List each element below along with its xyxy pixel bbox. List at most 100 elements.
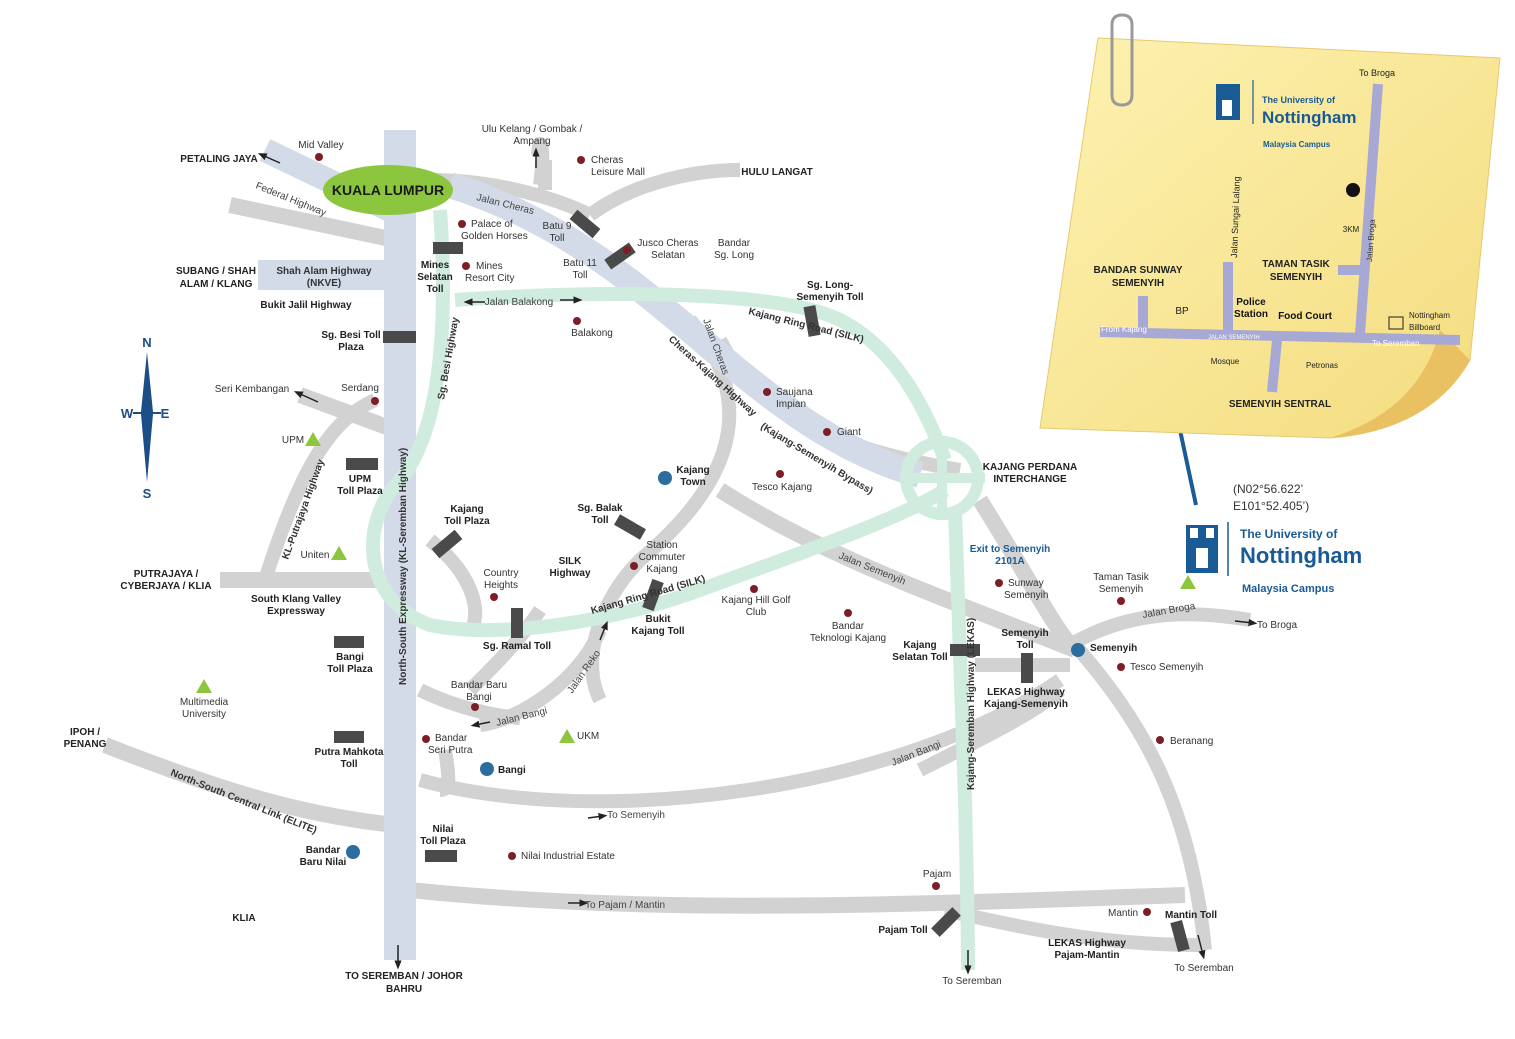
svg-text:Sg. Besi Toll: Sg. Besi Toll	[321, 330, 380, 341]
svg-text:To Seremban: To Seremban	[942, 976, 1001, 987]
svg-text:To Semenyih: To Semenyih	[607, 810, 665, 821]
svg-text:The University of: The University of	[1262, 95, 1336, 105]
svg-text:3KM: 3KM	[1343, 225, 1360, 234]
svg-text:Pajam: Pajam	[923, 869, 951, 880]
svg-text:(N02°56.622’: (N02°56.622’	[1233, 482, 1303, 496]
svg-text:Resort City: Resort City	[465, 273, 514, 284]
note-university-crest-icon	[1216, 80, 1254, 124]
svg-text:Nottingham: Nottingham	[1240, 543, 1362, 568]
svg-text:University: University	[182, 709, 226, 720]
svg-text:SEMENYIH: SEMENYIH	[1270, 272, 1322, 283]
svg-text:Mosque: Mosque	[1211, 357, 1240, 366]
svg-text:Taman Tasik: Taman Tasik	[1093, 572, 1149, 583]
svg-text:Ampang: Ampang	[513, 136, 550, 147]
svg-text:Jalan Balakong: Jalan Balakong	[485, 297, 553, 308]
svg-text:Teknologi Kajang: Teknologi Kajang	[810, 633, 886, 644]
svg-text:Nottingham: Nottingham	[1409, 311, 1450, 320]
svg-text:Toll Plaza: Toll Plaza	[327, 664, 373, 675]
svg-text:To Pajam / Mantin: To Pajam / Mantin	[585, 900, 665, 911]
svg-text:UPM: UPM	[282, 435, 304, 446]
svg-text:INTERCHANGE: INTERCHANGE	[993, 474, 1067, 485]
svg-text:To Seremban: To Seremban	[1174, 963, 1233, 974]
svg-text:Station: Station	[646, 540, 677, 551]
svg-text:Mantin: Mantin	[1108, 908, 1138, 919]
ring-roads	[366, 209, 985, 971]
svg-text:Bandar: Bandar	[718, 238, 751, 249]
svg-text:Bandar: Bandar	[435, 733, 468, 744]
svg-text:Mid Valley: Mid Valley	[298, 140, 343, 151]
svg-text:PUTRAJAYA /: PUTRAJAYA /	[134, 569, 199, 580]
svg-text:(NKVE): (NKVE)	[307, 278, 341, 289]
svg-text:Seri Putra: Seri Putra	[428, 745, 473, 756]
kuala-lumpur-marker	[323, 165, 453, 215]
svg-text:Kajang Hill Golf: Kajang Hill Golf	[722, 595, 791, 606]
svg-text:Bandar: Bandar	[306, 845, 341, 856]
svg-text:Kajang-Seremban Highway (LEKAS: Kajang-Seremban Highway (LEKAS)	[966, 618, 977, 790]
svg-text:KLIA: KLIA	[232, 913, 255, 924]
svg-text:Petronas: Petronas	[1306, 361, 1338, 370]
svg-text:SEMENYIH SENTRAL: SEMENYIH SENTRAL	[1229, 399, 1331, 410]
place-labels: Mid Valley Cheras Leisure Mall Palace of…	[180, 140, 1214, 919]
svg-text:Sg. Long-: Sg. Long-	[807, 280, 853, 291]
svg-text:Golden Horses: Golden Horses	[461, 231, 528, 242]
svg-text:Toll Plaza: Toll Plaza	[337, 486, 383, 497]
svg-text:Heights: Heights	[484, 580, 518, 591]
svg-text:Police: Police	[1236, 297, 1266, 308]
town-dots	[346, 471, 1085, 859]
svg-text:Bandar Baru: Bandar Baru	[451, 680, 507, 691]
svg-text:Semenyih: Semenyih	[1001, 628, 1048, 639]
svg-text:Exit to Semenyih: Exit to Semenyih	[970, 544, 1051, 555]
svg-text:Semenyih: Semenyih	[1004, 590, 1048, 601]
campus-label: (N02°56.622’ E101°52.405’) The Universit…	[1186, 482, 1362, 595]
svg-text:Cheras: Cheras	[591, 155, 623, 166]
svg-text:Country: Country	[483, 568, 518, 579]
svg-text:Club: Club	[746, 607, 767, 618]
svg-text:The University of: The University of	[1240, 527, 1338, 541]
svg-text:Bandar: Bandar	[832, 621, 865, 632]
svg-text:Sg. Balak: Sg. Balak	[577, 503, 622, 514]
svg-text:Toll Plaza: Toll Plaza	[444, 516, 490, 527]
svg-text:Uniten: Uniten	[301, 550, 330, 561]
svg-text:Selatan: Selatan	[651, 250, 685, 261]
svg-text:Bangi: Bangi	[498, 765, 526, 776]
svg-text:Batu 9: Batu 9	[543, 221, 572, 232]
svg-text:Kajang: Kajang	[676, 465, 709, 476]
region-labels: PETALING JAYA HULU LANGAT SUBANG / SHAH …	[64, 154, 1078, 995]
svg-text:BAHRU: BAHRU	[386, 984, 422, 995]
svg-text:Highway: Highway	[549, 568, 591, 579]
svg-text:Jusco Cheras: Jusco Cheras	[637, 238, 698, 249]
svg-text:Bangi: Bangi	[336, 652, 364, 663]
svg-text:Pajam-Mantin: Pajam-Mantin	[1054, 950, 1119, 961]
university-crest-icon	[1186, 522, 1229, 576]
svg-text:Saujana: Saujana	[776, 387, 813, 398]
svg-text:Billboard: Billboard	[1409, 323, 1440, 332]
svg-text:Bangi: Bangi	[466, 692, 492, 703]
svg-text:Toll: Toll	[572, 270, 587, 281]
svg-text:Kajang: Kajang	[450, 504, 483, 515]
svg-text:2101A: 2101A	[995, 556, 1024, 567]
svg-text:Commuter: Commuter	[639, 552, 686, 563]
svg-text:KAJANG PERDANA: KAJANG PERDANA	[983, 462, 1077, 473]
svg-text:Bukit Jalil Highway: Bukit Jalil Highway	[260, 300, 352, 311]
svg-text:Mines: Mines	[476, 261, 503, 272]
university-markers	[196, 432, 1196, 743]
svg-text:Tesco Kajang: Tesco Kajang	[752, 482, 812, 493]
svg-text:Plaza: Plaza	[338, 342, 364, 353]
svg-text:Kajang-Semenyih: Kajang-Semenyih	[984, 699, 1068, 710]
svg-text:Nilai Industrial Estate: Nilai Industrial Estate	[521, 851, 615, 862]
svg-text:Jalan Semenyih: Jalan Semenyih	[837, 551, 907, 588]
svg-text:Nilai: Nilai	[432, 824, 453, 835]
svg-text:UKM: UKM	[577, 731, 599, 742]
svg-text:Pajam Toll: Pajam Toll	[878, 925, 927, 936]
svg-text:South Klang Valley: South Klang Valley	[251, 594, 341, 605]
svg-text:Leisure Mall: Leisure Mall	[591, 167, 645, 178]
svg-text:Putra Mahkota: Putra Mahkota	[315, 747, 384, 758]
toll-labels: Batu 9 Toll Batu 11 Toll Mines Selatan T…	[315, 221, 1218, 936]
svg-text:Tesco Semenyih: Tesco Semenyih	[1130, 662, 1203, 673]
svg-text:TO SEREMBAN / JOHOR: TO SEREMBAN / JOHOR	[345, 971, 463, 982]
compass-n: N	[142, 335, 151, 350]
svg-text:JALAN SEMENYIH: JALAN SEMENYIH	[1208, 335, 1260, 341]
svg-text:BP: BP	[1175, 306, 1189, 317]
svg-text:Multimedia: Multimedia	[180, 697, 229, 708]
svg-text:Semenyih: Semenyih	[1099, 584, 1143, 595]
